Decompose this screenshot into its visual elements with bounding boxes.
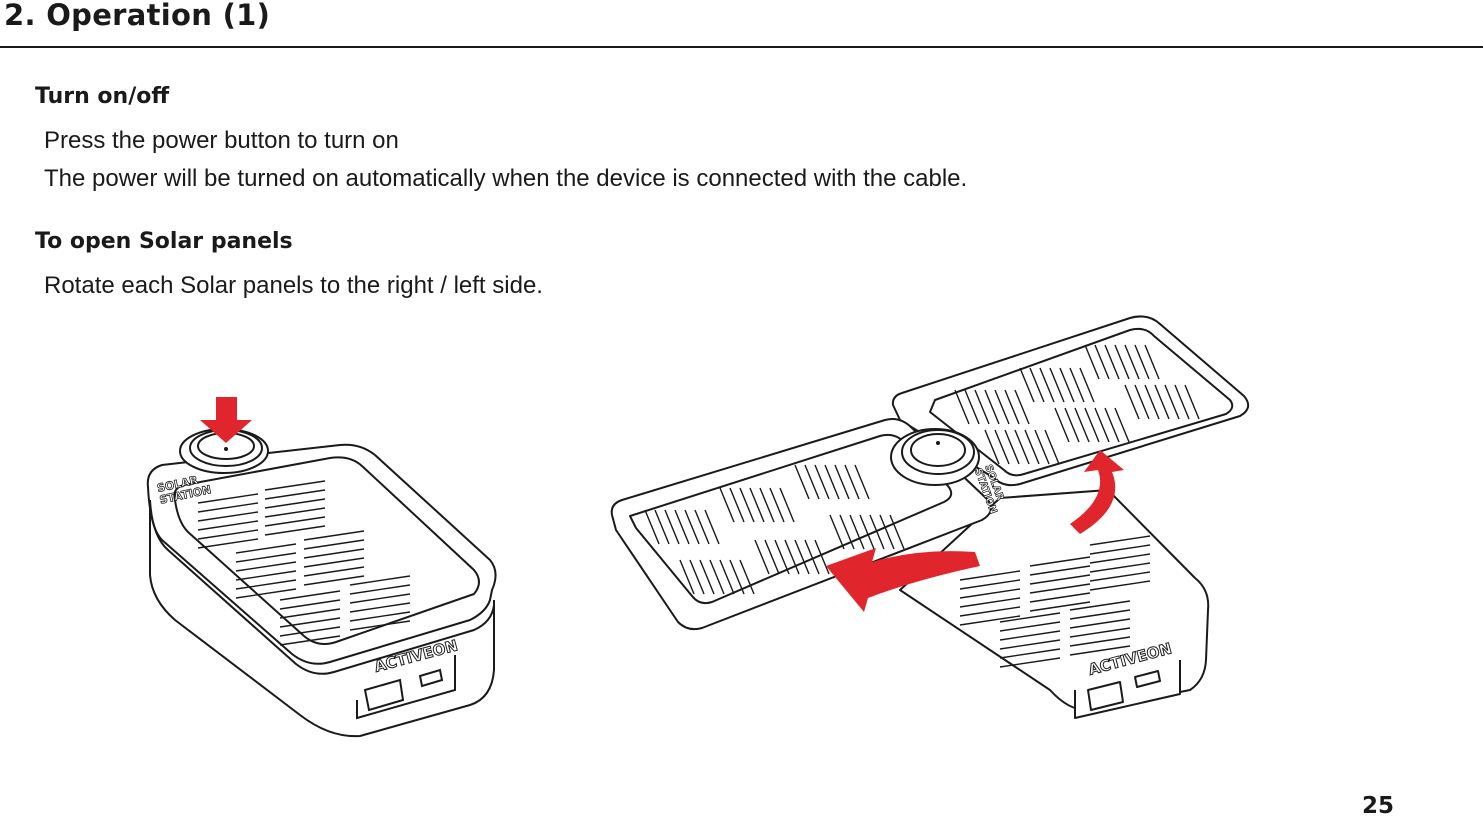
title-divider (0, 46, 1483, 48)
press-down-arrow-icon (200, 397, 252, 443)
power-button-closed (179, 428, 269, 474)
rotate-left-arrow-icon (826, 548, 980, 612)
instruction-press-power: Press the power button to turn on (44, 127, 399, 154)
page-title: 2. Operation (1) (4, 0, 271, 32)
rotate-right-arrow-icon (1070, 450, 1124, 534)
solar-panel-right (891, 315, 1250, 487)
instruction-rotate-panels: Rotate each Solar panels to the right / … (44, 272, 543, 299)
page-number: 25 (1362, 793, 1395, 819)
power-button-open (890, 428, 980, 486)
section-heading-open-panels: To open Solar panels (35, 229, 293, 254)
device-closed (146, 443, 497, 738)
instruction-auto-power: The power will be turned on automaticall… (44, 165, 968, 192)
device-closed-front (356, 655, 456, 720)
device-open-base (899, 489, 1210, 719)
section-heading-turn-on-off: Turn on/off (35, 84, 170, 109)
